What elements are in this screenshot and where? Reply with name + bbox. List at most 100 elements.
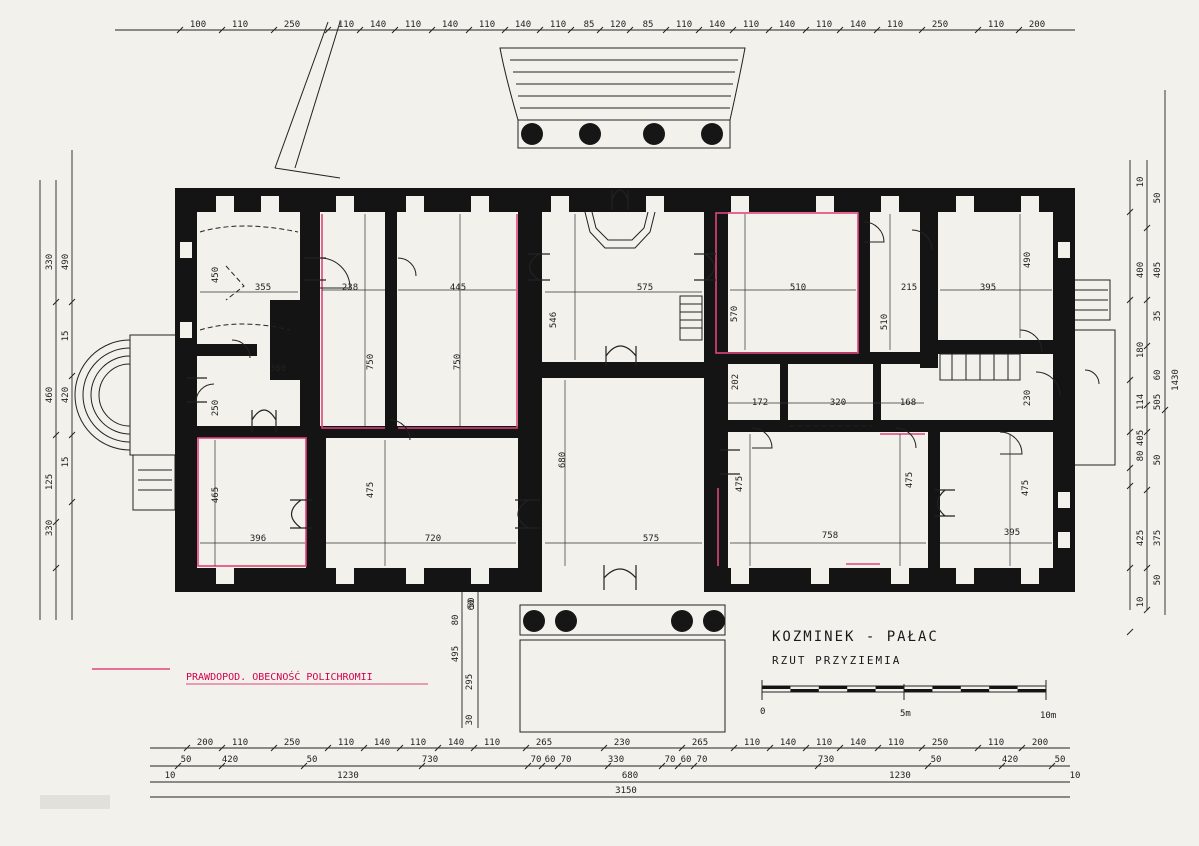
bay-window (584, 211, 656, 249)
room-label: 355 (255, 283, 271, 293)
bottom-dim-label-row3: 680 (622, 771, 638, 781)
bottom-dim-label-row1: 140 (850, 738, 866, 748)
room-label: 168 (900, 398, 916, 408)
top-dim-label: 110 (550, 20, 566, 30)
left-dim-label: 125 (45, 474, 55, 490)
bottom-dim-label-row3: 1230 (337, 771, 359, 781)
bottom-dim-label-row2: 420 (222, 755, 238, 765)
bottom-dim-label-row3: 1230 (889, 771, 911, 781)
room-label: 450 (211, 267, 221, 283)
right-dim-label: 405 (1153, 262, 1163, 278)
left-dim-label: 15 (61, 457, 71, 468)
room-label: 360 (270, 364, 286, 374)
bottom-dim-label-row2: 70 (697, 755, 708, 765)
bottom-dim-label-row2: 60 (545, 755, 556, 765)
room-label: 475 (366, 482, 376, 498)
bottom-dim-label-row1: 230 (614, 738, 630, 748)
center-dim-label: 30 (465, 715, 475, 726)
right-dim-label: 10 (1136, 597, 1146, 608)
bottom-dim-label-row1: 250 (932, 738, 948, 748)
bottom-dim-label-row1: 250 (284, 738, 300, 748)
center-dim-label: 80 (451, 615, 461, 626)
drawing-title: KOZMINEK - PAŁAC (772, 629, 939, 645)
top-dim-label: 250 (284, 20, 300, 30)
room-label: 445 (450, 283, 466, 293)
right-dim-label: 10 (1136, 177, 1146, 188)
right-dim-label: 60 (1153, 370, 1163, 381)
bottom-dim-label-row1: 110 (232, 738, 248, 748)
dimension-ticks (52, 26, 1169, 770)
bottom-dim-label-row2: 60 (681, 755, 692, 765)
top-dim-label: 140 (779, 20, 795, 30)
room-label: 546 (549, 312, 559, 328)
room-label: 758 (822, 531, 838, 541)
bottom-dim-label-row2: 50 (307, 755, 318, 765)
top-dim-label: 140 (850, 20, 866, 30)
left-dim-label: 15 (61, 331, 71, 342)
right-dim-label: 180 (1136, 342, 1146, 358)
top-dim-label: 120 (610, 20, 626, 30)
window-openings (180, 196, 1070, 584)
top-dim-label: 140 (370, 20, 386, 30)
right-dim-label: 405 (1136, 430, 1146, 446)
room-label: 230 (1023, 390, 1033, 406)
bottom-dim-label-row1: 140 (780, 738, 796, 748)
top-dim-label: 110 (405, 20, 421, 30)
room-label: 465 (211, 487, 221, 503)
room-label: 570 (730, 306, 740, 322)
bottom-dim-label-row1: 110 (816, 738, 832, 748)
scale-label-end: 10m (1040, 711, 1056, 721)
room-label: 475 (1021, 480, 1031, 496)
west-bay (74, 334, 179, 511)
bottom-dim-label-row1: 110 (988, 738, 1004, 748)
left-dim-label: 420 (61, 387, 71, 403)
right-dim-label: 50 (1153, 455, 1163, 466)
top-dim-label: 100 (190, 20, 206, 30)
door-swings (195, 221, 1100, 455)
room-label: 320 (830, 398, 846, 408)
bottom-dim-label-row1: 110 (338, 738, 354, 748)
bottom-dim-label-row2: 50 (1055, 755, 1066, 765)
bottom-dim-label-row2: 420 (1002, 755, 1018, 765)
dashed-lines (199, 225, 872, 427)
bottom-dim-label-row2: 50 (931, 755, 942, 765)
bottom-dim-label-row1: 110 (888, 738, 904, 748)
bottom-dim-label-row1: 110 (410, 738, 426, 748)
top-dim-label: 140 (709, 20, 725, 30)
inner-stair (679, 295, 703, 341)
room-label: 575 (637, 283, 653, 293)
room-label: 395 (1004, 528, 1020, 538)
right-dim-label: 425 (1136, 530, 1146, 546)
bottom-dim-label-row2: 730 (422, 755, 438, 765)
scale-label-start: 0 (760, 707, 765, 717)
room-label: 720 (425, 534, 441, 544)
bottom-dim-label-row2: 70 (561, 755, 572, 765)
survey-lines (274, 21, 341, 179)
top-dim-label: 110 (676, 20, 692, 30)
top-dim-label: 110 (743, 20, 759, 30)
bottom-dim-label-row2: 330 (608, 755, 624, 765)
bottom-dim-label-row1: 140 (374, 738, 390, 748)
bottom-dim-label-row1: 110 (744, 738, 760, 748)
bottom-dim-label-row2: 50 (181, 755, 192, 765)
left-dim-label: 330 (45, 520, 55, 536)
center-dim-label: 495 (451, 646, 461, 662)
scale-label-mid: 5m (900, 709, 911, 719)
room-label: 475 (735, 476, 745, 492)
bottom-dim-label-row2: 70 (665, 755, 676, 765)
top-dim-label: 200 (1029, 20, 1045, 30)
right-dim-label: 1430 (1171, 369, 1181, 391)
room-label: 750 (366, 354, 376, 370)
east-stair (1064, 279, 1116, 466)
top-dim-label: 140 (442, 20, 458, 30)
left-dim-label: 490 (61, 254, 71, 270)
bottom-dim-label-row1: 265 (536, 738, 552, 748)
room-label: 215 (901, 283, 917, 293)
top-dim-label: 85 (643, 20, 654, 30)
bottom-dim-label-row1: 265 (692, 738, 708, 748)
right-dim-label: 505 (1153, 394, 1163, 410)
room-label: 680 (558, 452, 568, 468)
